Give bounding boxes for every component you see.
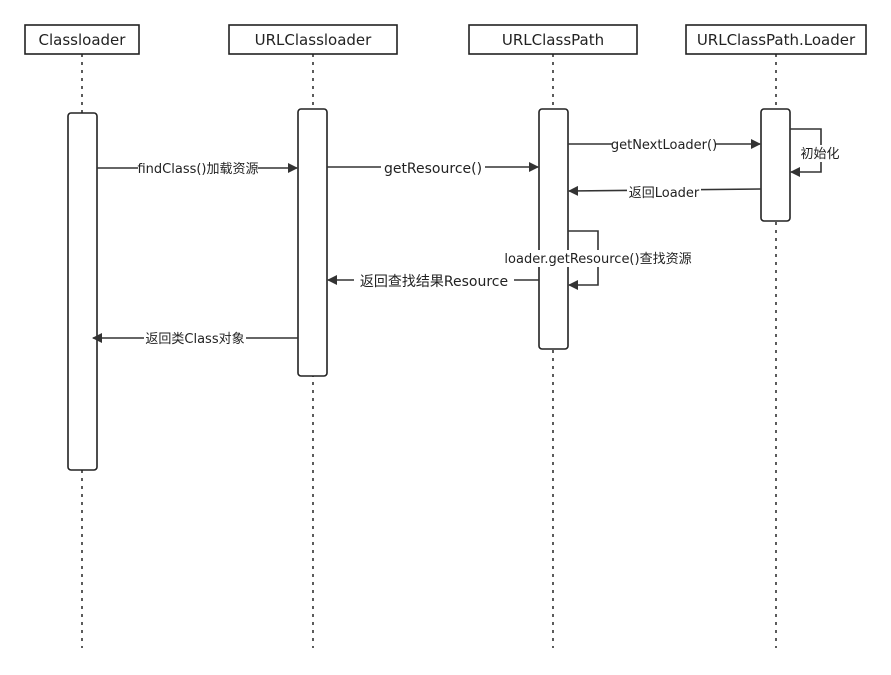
lifeline-title: URLClassPath: [502, 31, 604, 49]
activation-bar: [760, 108, 791, 222]
message-init: 初始化: [790, 128, 842, 177]
message-label: 初始化: [800, 147, 839, 162]
message-label: getResource(): [384, 161, 482, 177]
label-background: [627, 184, 701, 201]
message-label: 返回Loader: [629, 186, 700, 201]
message-getnextloader: getNextLoader(): [568, 136, 761, 153]
lifeline-header[interactable]: [468, 24, 638, 55]
message-return-resource: 返回查找结果Resource: [327, 271, 539, 290]
lifeline-title: Classloader: [39, 31, 127, 49]
label-background: [138, 160, 258, 177]
label-background: [354, 271, 514, 289]
label-background: [144, 330, 246, 347]
label-background: [798, 145, 842, 162]
lifeline-title: URLClassloader: [255, 31, 373, 49]
label-background: [381, 158, 485, 176]
lifeline-urlclassloader: URLClassloader: [228, 24, 398, 648]
lifeline-title: URLClassPath.Loader: [697, 31, 856, 49]
message-label: findClass()加载资源: [137, 162, 258, 177]
lifeline-classloader: Classloader: [24, 24, 140, 648]
message-return-loader: 返回Loader: [568, 184, 762, 201]
lifeline-header[interactable]: [24, 24, 140, 55]
message-label: getNextLoader(): [611, 138, 717, 153]
message-findclass: findClass()加载资源: [97, 160, 298, 177]
label-background: [505, 250, 691, 267]
lifeline-header[interactable]: [685, 24, 867, 55]
message-return-class: 返回类Class对象: [92, 330, 298, 347]
message-label: loader.getResource()查找资源: [504, 252, 691, 267]
message-loader-getresource: loader.getResource()查找资源: [504, 230, 692, 290]
lifeline-urlclasspath: URLClassPath: [468, 24, 638, 648]
message-getresource: getResource(): [327, 158, 539, 177]
activation-bar: [297, 108, 328, 377]
activation-bar: [538, 108, 569, 350]
message-label: 返回类Class对象: [145, 332, 244, 347]
activation-bar: [67, 112, 98, 471]
label-background: [612, 136, 716, 153]
lifeline-loader: URLClassPath.Loader: [685, 24, 867, 648]
lifeline-header[interactable]: [228, 24, 398, 55]
message-label: 返回查找结果Resource: [360, 274, 508, 290]
